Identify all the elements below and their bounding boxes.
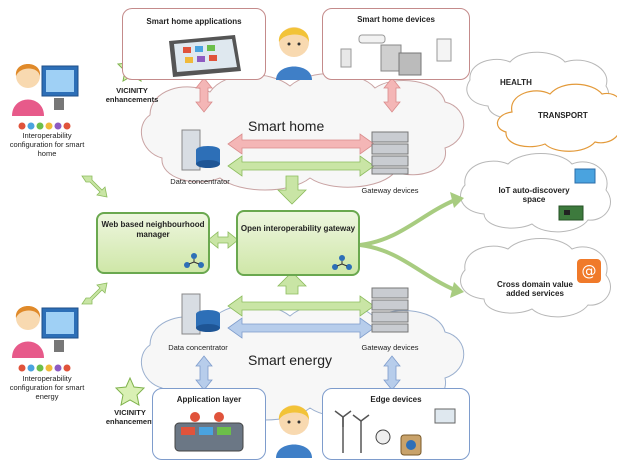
- smart-home-devices-title: Smart home devices: [357, 15, 435, 24]
- interop-home-label: Interoperability configuration for smart…: [9, 131, 85, 158]
- data-concentrator-icon: [181, 129, 220, 171]
- gateway-devices-bottom-label: Gateway devices: [361, 343, 419, 352]
- control-panel-icon: [174, 412, 244, 452]
- arrow-to-cross-head: [450, 282, 464, 298]
- arrow-to-iot: [359, 198, 456, 247]
- transport-label: TRANSPORT: [538, 111, 588, 120]
- blue-arrow-right: [383, 355, 401, 391]
- arrow-to-cross: [359, 243, 456, 292]
- edge-devices-title: Edge devices: [370, 395, 422, 404]
- app-icons-row: [18, 364, 71, 372]
- data-concentrator-icon: [181, 293, 220, 335]
- diag-arrow-home: [81, 175, 108, 198]
- iot-discovery-label: IoT auto-discovery space: [498, 186, 570, 205]
- smart-home-devices-box: Smart home devices: [322, 8, 470, 80]
- green-arrow-down: [277, 175, 307, 205]
- vicinity-bottom-label: VICINITY enhancement: [105, 408, 155, 426]
- web-manager-label: Web based neighbourhood manager: [101, 220, 205, 239]
- edge-devices-icon: [334, 408, 456, 456]
- user-avatar-icon: [276, 27, 312, 80]
- circuit-board-icon: [558, 205, 584, 221]
- gateway-devices-top-label: Gateway devices: [361, 186, 419, 195]
- interop-energy-label: Interoperability configuration for smart…: [9, 374, 85, 401]
- network-icon: [332, 255, 352, 270]
- vicinity-top-label: VICINITY enhancements: [105, 86, 159, 104]
- user-avatar-icon: [276, 405, 312, 458]
- smart-home-apps-box: Smart home applications: [122, 8, 266, 80]
- smart-home-label: Smart home: [248, 118, 325, 134]
- gateway-server-icon: [371, 131, 409, 175]
- cross-domain-label: Cross domain value added services: [496, 280, 574, 299]
- web-manager-box: Web based neighbourhood manager: [96, 212, 210, 274]
- monitor-icon: [574, 168, 596, 184]
- application-layer-title: Application layer: [176, 395, 242, 404]
- gateway-server-icon: [371, 287, 409, 333]
- health-label: HEALTH: [500, 78, 532, 87]
- tablet-icon: [169, 35, 241, 77]
- svg-text:@: @: [582, 262, 597, 280]
- network-icon: [184, 253, 204, 268]
- smart-energy-label: Smart energy: [248, 352, 333, 368]
- pink-arrow-left: [195, 77, 213, 113]
- data-concentrator-bottom-label: Data concentrator: [168, 343, 228, 352]
- operator-workstation-icon: [12, 64, 79, 116]
- open-gateway-label: Open interoperability gateway: [240, 224, 356, 233]
- open-gateway-box: Open interoperability gateway: [236, 210, 360, 276]
- arrow-to-iot-head: [450, 192, 464, 208]
- operator-workstation-icon: [12, 306, 79, 358]
- smart-home-apps-title: Smart home applications: [146, 17, 242, 26]
- cross-domain-cloud: [460, 238, 611, 318]
- diag-arrow-energy: [81, 282, 108, 305]
- green-arrow-up: [277, 271, 307, 295]
- green-arrow-middle: [207, 231, 239, 249]
- edge-devices-box: Edge devices: [322, 388, 470, 460]
- home-devices-icon: [340, 34, 452, 76]
- pink-arrow-right: [383, 77, 401, 113]
- star-icon: [114, 376, 146, 406]
- application-layer-box: Application layer: [152, 388, 266, 460]
- data-concentrator-top-label: Data concentrator: [170, 177, 230, 186]
- blue-arrow-left: [195, 355, 213, 391]
- email-icon: @: [577, 259, 601, 283]
- app-icons-row: [18, 122, 71, 130]
